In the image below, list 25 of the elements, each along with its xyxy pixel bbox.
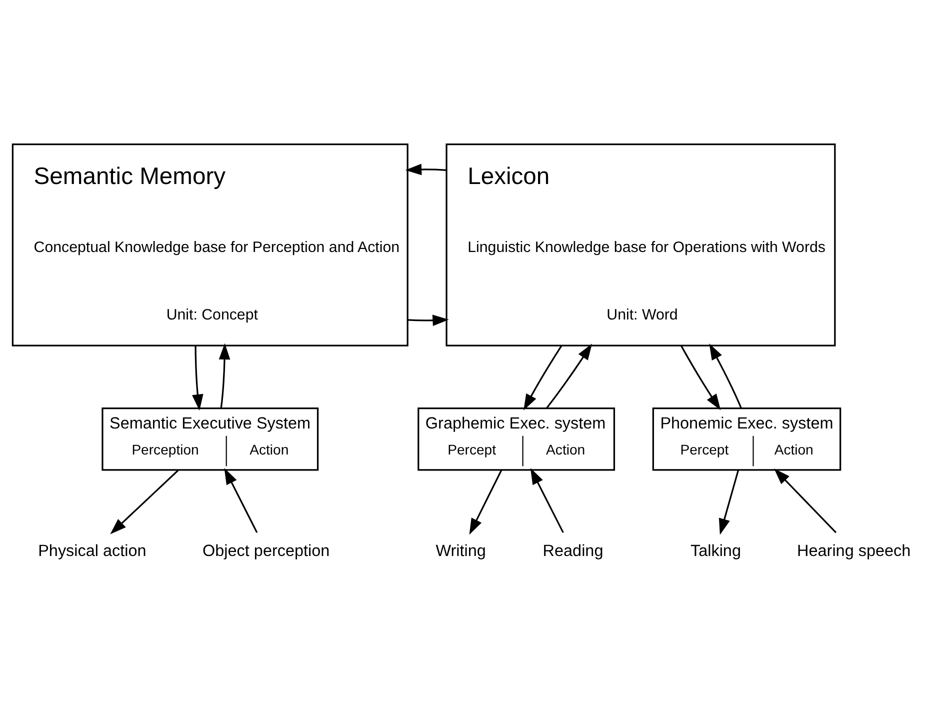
arrow	[408, 314, 449, 326]
node-box: Semantic Memory Conceptual Knowledge base for Perception and Action Unit: Concept	[12, 143, 408, 346]
arrow	[680, 344, 721, 410]
arrow	[192, 345, 204, 410]
arrow	[524, 344, 562, 410]
node-box: Lexicon Linguistic Knowledge base for Operations with Words Unit: Word	[446, 143, 836, 346]
node-text: Writing	[436, 541, 486, 560]
node-box: Phonemic Exec. system Percept Action	[652, 407, 842, 470]
node-text: Physical action	[38, 541, 146, 560]
arrow	[709, 343, 742, 408]
arrow	[405, 163, 446, 175]
arrow	[546, 343, 592, 408]
node-text: Reading	[542, 541, 604, 560]
arrow	[530, 468, 564, 532]
node-text: Object perception	[202, 541, 330, 560]
arrow	[774, 468, 837, 533]
arrow	[218, 342, 230, 408]
arrow	[110, 469, 179, 534]
arrow	[718, 470, 740, 534]
node-box: Graphemic Exec. system Percept Action	[418, 407, 616, 470]
arrow	[224, 468, 258, 532]
node-text: Talking	[690, 541, 741, 560]
arrow	[469, 469, 502, 534]
node-text: Hearing speech	[797, 541, 911, 560]
node-box: Semantic Executive System Perception Action	[102, 407, 319, 470]
